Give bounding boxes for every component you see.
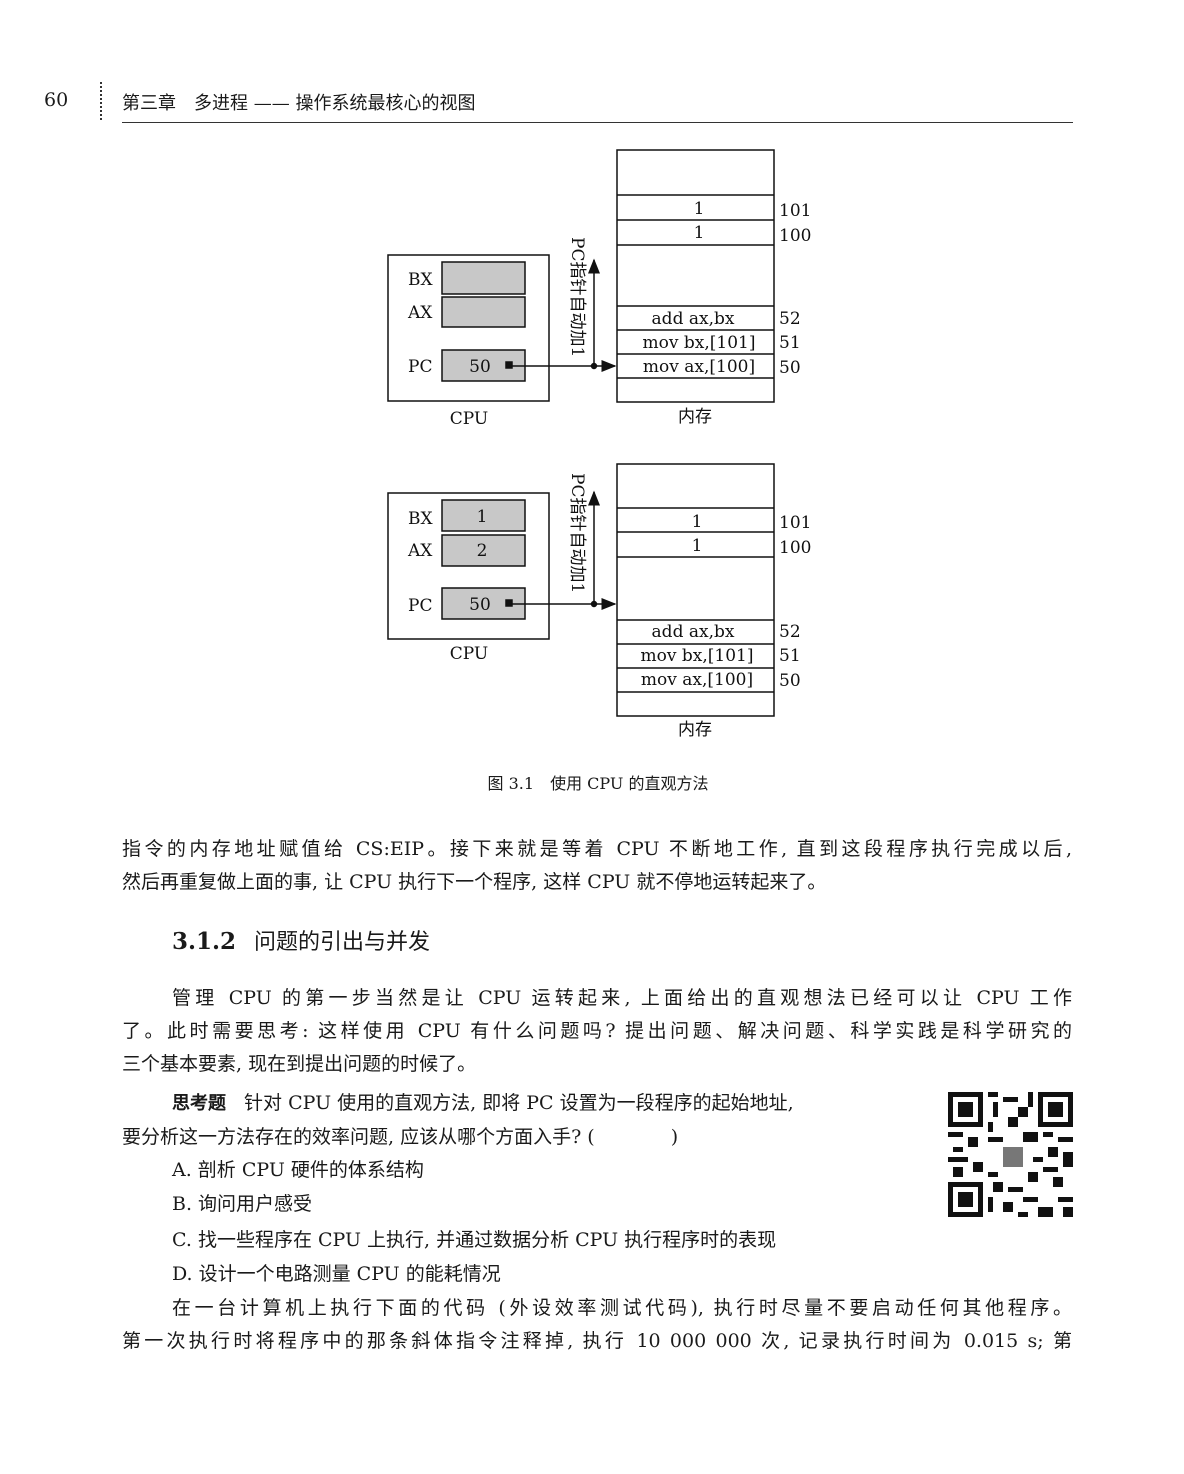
figure-caption: 图 3.1 使用 CPU 的直观方法 — [487, 774, 709, 793]
header-divider-dotted — [100, 82, 102, 120]
figure-3-1: BX AX PC 50 CPU 内存 PC指针自动加1 1 101 1 100 … — [387, 149, 811, 740]
memory-label: 内存 — [678, 720, 712, 740]
option-b: B. 询问用户感受 — [172, 1193, 313, 1215]
paragraph-line: 在一台计算机上执行下面的代码 (外设效率测试代码), 执行时尽量不要启动任何其他… — [172, 1297, 1072, 1319]
header-rule — [122, 122, 1073, 123]
pc-label: PC — [408, 357, 432, 377]
arrow-label: PC指针自动加1 — [567, 237, 587, 357]
option-a: A. 剖析 CPU 硬件的体系结构 — [172, 1159, 424, 1181]
bx-label: BX — [408, 270, 433, 290]
pc-value: 50 — [469, 595, 491, 615]
paragraph-line: 第一次执行时将程序中的那条斜体指令注释掉, 执行 10 000 000 次, 记… — [122, 1330, 1072, 1352]
memory-address: 50 — [779, 671, 801, 691]
chapter-title: 第三章 多进程 —— 操作系统最核心的视图 — [122, 93, 476, 114]
pc-label: PC — [408, 596, 432, 616]
section-title: 问题的引出与并发 — [254, 930, 431, 955]
cpu-label: CPU — [450, 409, 488, 429]
option-c: C. 找一些程序在 CPU 上执行, 并通过数据分析 CPU 执行程序时的表现 — [172, 1229, 777, 1251]
paragraph-line: 了。此时需要思考: 这样使用 CPU 有什么问题吗? 提出问题、解决问题、科学实… — [122, 1020, 1072, 1042]
memory-cell: add ax,bx — [652, 622, 735, 642]
section-heading: 3.1.2 问题的引出与并发 — [172, 924, 430, 956]
memory-cell: 1 — [692, 536, 703, 556]
page-number: 60 — [44, 89, 69, 111]
question-line: 要分析这一方法存在的效率问题, 应该从哪个方面入手? ( ) — [122, 1126, 679, 1148]
pc-value: 50 — [469, 357, 491, 377]
memory-cell: mov bx,[101] — [643, 333, 756, 353]
ax-label: AX — [407, 303, 433, 323]
memory-address: 52 — [779, 622, 801, 642]
diagram-2 — [387, 463, 775, 717]
section-number: 3.1.2 — [172, 928, 237, 955]
question-text: 针对 CPU 使用的直观方法, 即将 PC 设置为一段程序的起始地址, — [244, 1092, 794, 1114]
memory-cell: 1 — [692, 512, 703, 532]
cpu-label: CPU — [450, 644, 488, 664]
diagram-1 — [387, 149, 775, 403]
memory-address: 51 — [779, 333, 801, 353]
memory-address: 51 — [779, 646, 801, 666]
ax-value: 2 — [477, 541, 488, 561]
bx-label: BX — [408, 509, 433, 529]
question-label: 思考题 — [172, 1093, 226, 1114]
paragraph-line: 三个基本要素, 现在到提出问题的时候了。 — [122, 1053, 477, 1075]
memory-address: 52 — [779, 309, 801, 329]
memory-address: 50 — [779, 358, 801, 378]
memory-address: 101 — [779, 201, 811, 221]
paragraph-line: 指令的内存地址赋值给 CS:EIP。接下来就是等着 CPU 不断地工作, 直到这… — [122, 838, 1072, 860]
memory-cell: mov ax,[100] — [641, 670, 753, 690]
memory-address: 100 — [779, 538, 811, 558]
paragraph-line: 管理 CPU 的第一步当然是让 CPU 运转起来, 上面给出的直观想法已经可以让… — [172, 987, 1072, 1009]
memory-label: 内存 — [678, 407, 712, 427]
memory-cell: 1 — [694, 223, 705, 243]
memory-cell: mov ax,[100] — [643, 357, 755, 377]
paragraph-line: 然后再重复做上面的事, 让 CPU 执行下一个程序, 这样 CPU 就不停地运转… — [122, 871, 827, 893]
arrow-label: PC指针自动加1 — [567, 473, 587, 593]
question-line: 思考题 针对 CPU 使用的直观方法, 即将 PC 设置为一段程序的起始地址, — [172, 1091, 924, 1116]
option-d: D. 设计一个电路测量 CPU 的能耗情况 — [172, 1263, 501, 1285]
memory-cell: mov bx,[101] — [641, 646, 754, 666]
memory-cell: add ax,bx — [652, 309, 735, 329]
qr-code — [948, 1092, 1073, 1217]
bx-value: 1 — [477, 507, 488, 527]
memory-address: 101 — [779, 513, 811, 533]
memory-cell: 1 — [694, 199, 705, 219]
memory-address: 100 — [779, 226, 811, 246]
ax-label: AX — [407, 541, 433, 561]
